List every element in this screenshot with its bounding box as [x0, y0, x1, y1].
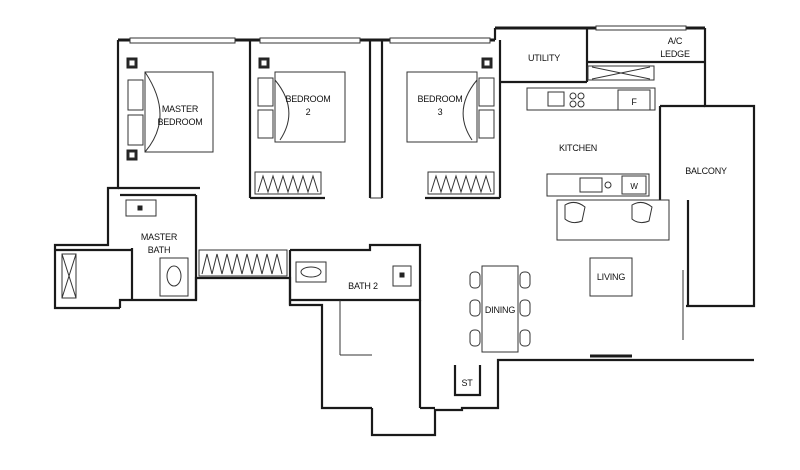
bedroom3-bed [406, 57, 495, 143]
wardrobes [198, 171, 495, 277]
kitchen-label: KITCHEN [559, 143, 597, 153]
utility-label: UTILITY [528, 53, 560, 63]
living-label: LIVING [597, 272, 626, 282]
room-labels: MASTER BEDROOM BEDROOM 2 BEDROOM 3 UTILI… [141, 36, 727, 388]
bedroom3-label-2: 3 [438, 107, 443, 117]
fridge-label: F [631, 97, 637, 107]
master-bath-fixtures [61, 199, 189, 299]
bath2-fixtures [295, 261, 412, 287]
ac-ledge-label-2: LEDGE [660, 49, 690, 59]
bedroom2-label-1: BEDROOM [285, 94, 330, 104]
master-bath-label-2: BATH [148, 245, 171, 255]
bedroom2-label-2: 2 [306, 107, 311, 117]
master-bedroom-label-1: MASTER [162, 104, 199, 114]
bedroom2-bed [257, 57, 346, 143]
washer-label: W [630, 182, 638, 191]
ac-ledge-label-1: A/C [668, 36, 683, 46]
kitchen-fixtures [526, 65, 670, 241]
store-label: ST [461, 378, 473, 388]
bedroom3-label-1: BEDROOM [417, 94, 462, 104]
master-bath-label-1: MASTER [141, 232, 178, 242]
dining-label: DINING [485, 305, 515, 315]
dining-set [469, 257, 633, 358]
master-bed [126, 57, 214, 161]
interior-walls [55, 28, 705, 410]
master-bedroom-label-2: BEDROOM [157, 117, 202, 127]
bath2-label: BATH 2 [348, 281, 378, 291]
balcony-label: BALCONY [685, 166, 727, 176]
windows [129, 25, 687, 44]
